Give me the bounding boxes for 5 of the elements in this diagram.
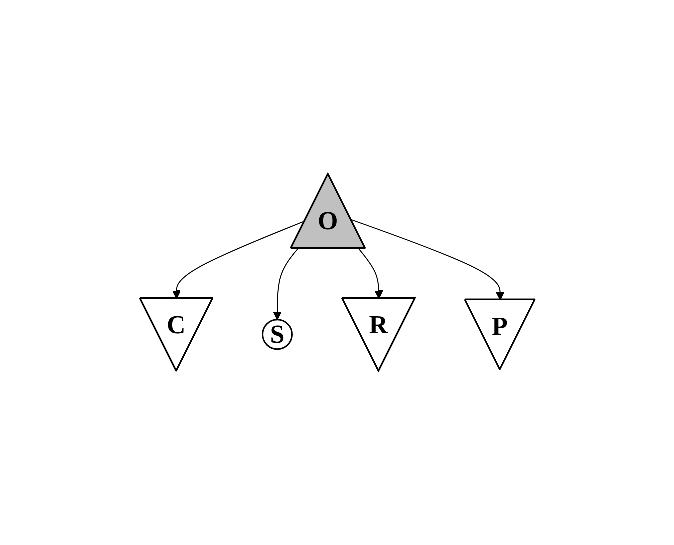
arrow (350, 219, 504, 301)
node-circle: S (262, 319, 293, 350)
arrow (272, 248, 298, 320)
arrow (358, 248, 383, 300)
arrow (172, 220, 306, 300)
